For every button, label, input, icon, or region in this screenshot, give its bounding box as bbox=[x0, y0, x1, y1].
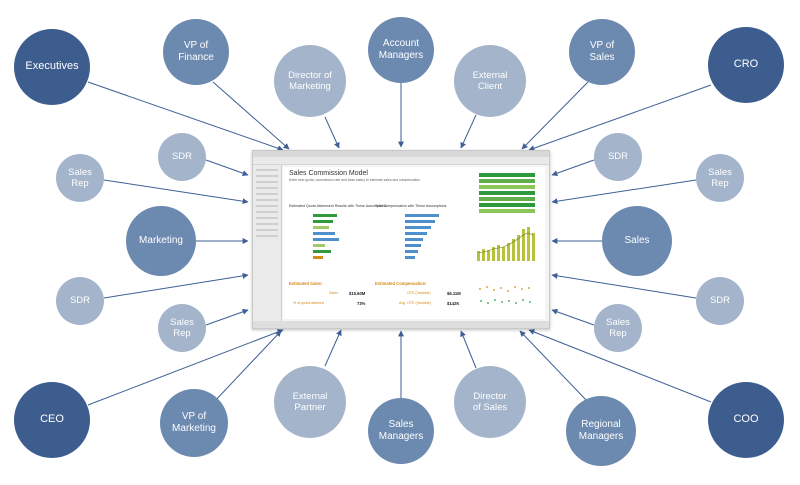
node-coo: COO bbox=[708, 382, 784, 458]
node-label: VP of Sales bbox=[589, 40, 615, 63]
node-account-managers: Account Managers bbox=[368, 17, 434, 83]
node-label: Sales Rep bbox=[170, 316, 194, 339]
connector-arrow-vp-marketing bbox=[212, 330, 282, 404]
dashboard-sidebar bbox=[253, 165, 282, 321]
node-label: Director of Marketing bbox=[288, 69, 332, 92]
estimated-compensation-heading: Estimated Compensation: bbox=[375, 281, 427, 286]
node-label: Regional Managers bbox=[578, 419, 624, 442]
node-ceo: CEO bbox=[14, 382, 90, 458]
compensation-section-title: Total Compensation with These Assumption… bbox=[375, 204, 447, 208]
ote-label: OTE (Variable) bbox=[407, 291, 431, 295]
dashboard-screenshot: Sales Commission Model Enter new quota, … bbox=[252, 150, 550, 329]
dashboard-canvas: Sales Commission Model Enter new quota, … bbox=[283, 167, 545, 319]
node-label: SDR bbox=[171, 151, 193, 163]
node-label: External Partner bbox=[292, 390, 328, 413]
dashboard-statusbar bbox=[253, 321, 549, 328]
node-executives: Executives bbox=[14, 29, 90, 105]
node-vp-finance: VP of Finance bbox=[163, 19, 229, 85]
connector-arrow-sales-rep-bottom-left bbox=[205, 308, 249, 326]
connector-arrow-external-partner bbox=[324, 329, 342, 367]
node-vp-marketing: VP of Marketing bbox=[160, 389, 228, 457]
node-label: Sales Rep bbox=[68, 166, 92, 189]
node-vp-sales: VP of Sales bbox=[569, 19, 635, 85]
dashboard-subtitle: Enter new quota, commission rate and bas… bbox=[289, 178, 421, 182]
sales-value: $15.60M bbox=[349, 291, 366, 296]
node-sales-managers: Sales Managers bbox=[368, 398, 434, 464]
sales-row-label: Sales bbox=[329, 291, 338, 295]
node-sdr-top-right: SDR bbox=[594, 133, 642, 181]
connector-arrow-vp-finance bbox=[212, 81, 290, 150]
node-sales-rep-right: Sales Rep bbox=[696, 154, 744, 202]
mini-bar-chart bbox=[477, 227, 535, 261]
avg-ote-value: $142K bbox=[447, 301, 460, 306]
connector-arrow-sdr-top-right bbox=[551, 159, 595, 177]
node-label: SDR bbox=[709, 295, 731, 307]
connector-arrow-sdr-left bbox=[103, 272, 249, 299]
connector-arrow-sales-rep-bottom-right bbox=[551, 308, 595, 326]
connector-arrow-regional-managers bbox=[519, 330, 589, 403]
connector-arrow-director-marketing bbox=[324, 116, 340, 149]
node-label: Account Managers bbox=[378, 38, 424, 61]
node-label: Sales bbox=[624, 235, 650, 246]
node-label: COO bbox=[733, 413, 759, 426]
dashboard-title: Sales Commission Model bbox=[289, 170, 368, 177]
node-cro: CRO bbox=[708, 27, 784, 103]
dashboard-toolbar bbox=[253, 157, 549, 165]
node-label: Marketing bbox=[139, 235, 183, 246]
node-sdr-top-left: SDR bbox=[158, 133, 206, 181]
quota-value: 73% bbox=[357, 301, 366, 306]
ote-value: $6.11M bbox=[447, 291, 461, 296]
connector-arrow-director-sales bbox=[460, 330, 477, 369]
node-sales-rep-left: Sales Rep bbox=[56, 154, 104, 202]
node-director-sales: Director of Sales bbox=[454, 366, 526, 438]
connector-arrow-sales-rep-left bbox=[103, 179, 249, 205]
node-label: SDR bbox=[607, 151, 629, 163]
connector-arrow-cro bbox=[528, 84, 712, 152]
node-sdr-right: SDR bbox=[696, 277, 744, 325]
node-label: Director of Sales bbox=[472, 390, 508, 413]
connector-arrow-sdr-top-left bbox=[205, 159, 249, 177]
avg-ote-label: Avg. OTE (Variable) bbox=[399, 301, 431, 305]
node-external-client: External Client bbox=[454, 45, 526, 117]
node-sdr-left: SDR bbox=[56, 277, 104, 325]
connector-arrow-sales-rep-right bbox=[551, 179, 697, 205]
connector-arrow-sdr-right bbox=[551, 272, 697, 299]
node-sales-rep-bottom-right: Sales Rep bbox=[594, 304, 642, 352]
node-label: Sales Managers bbox=[378, 419, 424, 442]
node-label: CRO bbox=[733, 58, 759, 71]
connector-arrow-executives bbox=[87, 81, 284, 152]
node-director-marketing: Director of Marketing bbox=[274, 45, 346, 117]
node-regional-managers: Regional Managers bbox=[566, 396, 636, 466]
dashboard-titlebar bbox=[253, 151, 549, 157]
node-label: VP of Marketing bbox=[172, 411, 216, 434]
connector-arrow-vp-sales bbox=[521, 81, 589, 150]
estimated-sales-heading: Estimated Sales: bbox=[289, 281, 323, 286]
node-label: External Client bbox=[472, 69, 508, 92]
node-label: Sales Rep bbox=[606, 316, 630, 339]
node-label: Sales Rep bbox=[708, 166, 732, 189]
connector-arrow-coo bbox=[528, 329, 712, 403]
connector-arrow-ceo bbox=[87, 329, 284, 406]
quota-row-label: % of quota attained bbox=[293, 301, 324, 305]
node-external-partner: External Partner bbox=[274, 366, 346, 438]
connector-arrow-external-client bbox=[460, 114, 477, 149]
node-label: Executives bbox=[25, 60, 79, 73]
node-sales-rep-bottom-left: Sales Rep bbox=[158, 304, 206, 352]
node-label: SDR bbox=[69, 295, 91, 307]
quota-section-title: Estimated Quota Attainment Results with … bbox=[289, 204, 387, 208]
node-label: CEO bbox=[40, 413, 64, 426]
node-marketing: Marketing bbox=[126, 206, 196, 276]
node-sales: Sales bbox=[602, 206, 672, 276]
node-label: VP of Finance bbox=[178, 40, 214, 63]
mini-scatter-chart bbox=[479, 286, 531, 304]
heat-table bbox=[479, 173, 535, 217]
